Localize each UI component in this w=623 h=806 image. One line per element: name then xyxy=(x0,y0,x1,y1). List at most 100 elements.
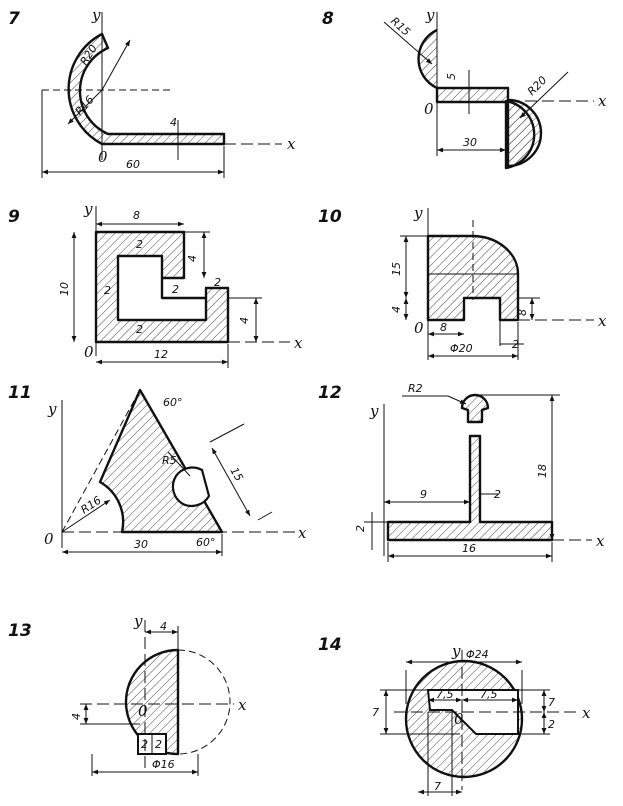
origin-label: 0 xyxy=(414,319,424,337)
dim-8-vertical: 8 xyxy=(516,309,529,316)
dim-phi24: Φ24 xyxy=(466,648,489,661)
dim-2: 2 xyxy=(548,718,555,731)
dim-line xyxy=(101,39,131,91)
figure-number: 11 xyxy=(8,383,32,403)
dim-2-left: 2 xyxy=(141,738,148,751)
dim-7-5-left: 7,5 xyxy=(436,688,454,701)
dim-2-bottom: 2 xyxy=(136,323,143,336)
dim-line xyxy=(519,71,569,119)
y-axis-label: y xyxy=(133,612,143,630)
y-axis-label: y xyxy=(425,6,435,24)
figure-13: 13 y x 0 4 4 2 2 Φ16 xyxy=(8,612,247,776)
dim-r5: R5 xyxy=(162,454,177,467)
figure-14: 14 y x 0 Φ24 7,5 7,5 7 7 2 7 xyxy=(318,635,591,796)
dim-r20: R20 xyxy=(525,74,549,98)
x-axis-label: x xyxy=(287,135,296,153)
dim-2-mid: 2 xyxy=(172,283,179,296)
dim-2: 2 xyxy=(512,338,519,351)
dim-line xyxy=(61,499,111,533)
dim-line xyxy=(383,21,433,65)
x-axis-label: x xyxy=(596,532,605,550)
figure-12: 12 y x R2 18 9 2 2 16 xyxy=(318,382,605,562)
figure-number: 14 xyxy=(318,635,342,655)
dim-12: 12 xyxy=(154,348,168,361)
leader-line xyxy=(447,395,467,405)
dim-2-top: 2 xyxy=(136,238,143,251)
dim-line xyxy=(211,447,251,517)
dim-7-5-right: 7,5 xyxy=(480,688,498,701)
dim-2-left: 2 xyxy=(104,284,111,297)
figure-10: 10 y x 0 15 4 8 8 Φ20 2 xyxy=(318,204,607,360)
dim-30: 30 xyxy=(134,538,148,551)
origin-label: 0 xyxy=(84,343,94,361)
dim-15: 15 xyxy=(227,465,245,484)
dim-4: 4 xyxy=(170,116,177,129)
dim-18: 18 xyxy=(536,464,549,478)
origin-label: 0 xyxy=(454,710,464,728)
dim-4: 4 xyxy=(390,306,403,313)
dim-2-right: 2 xyxy=(155,738,162,751)
dim-15: 15 xyxy=(390,262,403,276)
dim-30: 30 xyxy=(463,136,477,149)
origin-label: 0 xyxy=(98,148,108,166)
y-axis-label: y xyxy=(47,400,57,418)
dim-4-top: 4 xyxy=(160,620,167,633)
y-axis-label: y xyxy=(91,6,101,24)
dim-9: 9 xyxy=(420,488,427,501)
x-axis-label: x xyxy=(598,312,607,330)
x-axis-label: x xyxy=(294,334,303,352)
dim-2-right: 2 xyxy=(214,276,221,289)
dim-phi20: Φ20 xyxy=(450,342,473,355)
y-axis-label: y xyxy=(83,200,93,218)
figure-number: 8 xyxy=(322,9,334,29)
figure-number: 9 xyxy=(8,207,20,227)
x-axis-label: x xyxy=(298,524,307,542)
dim-angle-bottom: 60° xyxy=(196,536,216,549)
dim-line xyxy=(67,89,103,125)
figure-11-section xyxy=(98,388,224,534)
dim-7-right: 7 xyxy=(548,696,555,709)
dim-5: 5 xyxy=(445,73,458,80)
dim-4-lower: 4 xyxy=(238,317,251,324)
origin-label: 0 xyxy=(138,702,148,720)
dim-10: 10 xyxy=(58,282,71,296)
y-axis-label: y xyxy=(413,204,423,222)
figure-9: 9 y x 0 8 2 4 10 2 2 2 4 2 12 xyxy=(8,200,303,368)
dim-7-bottom: 7 xyxy=(434,780,441,793)
ext-line xyxy=(257,511,273,521)
dim-phi16: Φ16 xyxy=(152,758,175,771)
figure-12-bulb xyxy=(460,393,490,424)
construction-line xyxy=(61,389,141,533)
dim-line xyxy=(167,451,191,477)
figure-9-section xyxy=(94,230,230,344)
origin-label: 0 xyxy=(44,530,54,548)
figure-number: 12 xyxy=(318,383,342,403)
figure-number: 13 xyxy=(8,621,32,641)
figure-11-cutout xyxy=(171,466,211,508)
dim-r15: R15 xyxy=(388,15,413,39)
figure-11: 11 y x 0 60° R5 15 R16 30 60° xyxy=(8,383,307,556)
x-axis-label: x xyxy=(582,704,591,722)
figure-number: 7 xyxy=(8,9,20,29)
y-axis-label: y xyxy=(369,402,379,420)
figure-8: 8 y x 0 R15 5 R20 30 xyxy=(322,6,607,170)
figure-8-lower-lobe xyxy=(504,99,536,170)
x-axis-label: x xyxy=(598,92,607,110)
figure-7-section xyxy=(67,32,226,146)
dim-2-web: 2 xyxy=(494,488,501,501)
dim-16: 16 xyxy=(462,542,476,555)
dim-4-side: 4 xyxy=(70,713,83,720)
dim-2-flange: 2 xyxy=(354,525,367,532)
figure-7: 7 y x 0 R20 R16 4 60 xyxy=(8,6,296,178)
dim-4-upper: 4 xyxy=(186,255,199,262)
y-axis-label: y xyxy=(451,642,461,660)
ext-line xyxy=(209,423,245,443)
x-axis-label: x xyxy=(238,696,247,714)
dim-angle-top: 60° xyxy=(163,396,183,409)
dim-8-horizontal: 8 xyxy=(440,321,447,334)
dim-r2: R2 xyxy=(408,382,423,395)
dim-8: 8 xyxy=(133,209,140,222)
figure-12-flange xyxy=(386,434,554,542)
origin-label: 0 xyxy=(424,100,434,118)
